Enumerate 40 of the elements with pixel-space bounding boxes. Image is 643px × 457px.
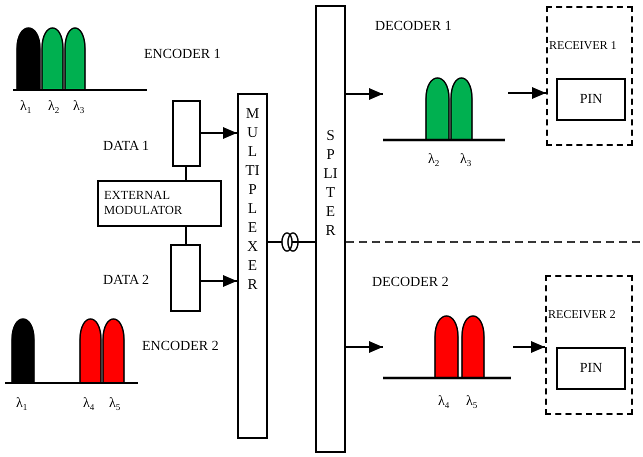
encoder-label: ENCODER 2 <box>142 340 219 354</box>
connector-line <box>185 227 187 244</box>
data-label: DATA 1 <box>103 140 149 154</box>
wavelength-label: λ$_{3}$ <box>460 153 472 168</box>
wavelength-label: λ$_{2}$ <box>428 153 440 168</box>
wavelength-label: λ$_{1}$ <box>16 397 28 412</box>
encoder-label: ENCODER 1 <box>144 48 221 62</box>
multiplexer-box <box>237 93 268 439</box>
box-label: PIN <box>578 361 604 377</box>
decoder-label: DECODER 2 <box>372 276 449 290</box>
arrow <box>508 87 546 99</box>
data-label: DATA 2 <box>103 274 149 288</box>
arrow <box>201 127 237 139</box>
arrow <box>513 341 545 353</box>
wavelength-label: λ$_{1}$ <box>20 100 32 115</box>
wavelength-label: λ$_{2}$ <box>48 100 60 115</box>
data-box <box>170 244 201 312</box>
photodiode-box <box>556 347 626 390</box>
receiver-box <box>546 6 633 146</box>
connector-line <box>185 167 187 180</box>
wavelength-label: λ$_{4}$ <box>83 397 94 412</box>
wavelength-label: λ$_{5}$ <box>109 397 120 412</box>
wavelength-label: λ$_{4}$ <box>438 395 450 410</box>
modulator-box <box>97 180 222 227</box>
vertical-label: SPLITER <box>322 127 339 241</box>
box-label: PIN <box>578 92 604 108</box>
photodiode-box <box>556 78 626 121</box>
wavelength-label: λ$_{3}$ <box>73 100 84 115</box>
data-box <box>172 100 201 167</box>
wavelength-label: λ$_{5}$ <box>466 395 478 410</box>
decoder-label: DECODER 1 <box>375 20 452 34</box>
receiver-box <box>545 275 633 415</box>
arrow <box>346 88 383 100</box>
arrow <box>201 275 237 287</box>
receiver-label: RECEIVER 2 <box>548 307 616 322</box>
splitter-box <box>315 5 346 453</box>
receiver-label: RECEIVER 1 <box>549 38 617 53</box>
vertical-label: MULTIPLEXER <box>244 105 261 295</box>
arrow <box>346 341 383 353</box>
modulator-label: EXTERNAL MODULATOR <box>104 188 184 218</box>
